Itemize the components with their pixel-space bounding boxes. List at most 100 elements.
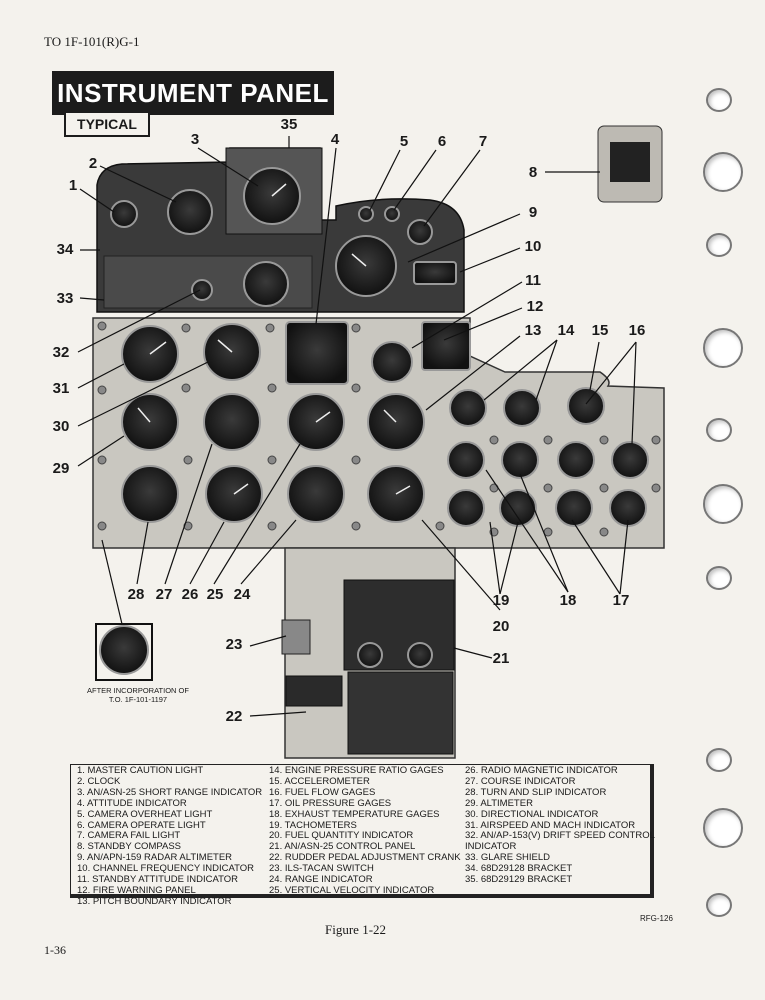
callout-2: 2 [88, 155, 98, 172]
legend-item: 15. ACCELEROMETER [269, 775, 370, 787]
callout-3: 3 [190, 131, 200, 148]
figure-code: RFG-126 [640, 914, 673, 923]
legend-item: 26. RADIO MAGNETIC INDICATOR [465, 765, 618, 776]
callout-29: 29 [52, 460, 70, 477]
callout-28: 28 [127, 586, 145, 603]
callout-8: 8 [528, 164, 538, 181]
document-header: TO 1F-101(R)G-1 [44, 34, 140, 49]
legend-item: 32. AN/AP-153(V) DRIFT SPEED CONTROL [465, 830, 655, 842]
legend-column-3: 26. RADIO MAGNETIC INDICATOR 27. COURSE … [465, 765, 655, 886]
callout-7: 7 [478, 133, 488, 150]
callout-22: 22 [225, 708, 243, 725]
altimeter-inset [95, 623, 153, 681]
binder-hole [703, 152, 743, 192]
after-note-line-1: AFTER INCORPORATION OF [87, 686, 189, 695]
callout-9: 9 [528, 204, 538, 221]
callout-35: 35 [280, 116, 298, 133]
legend-item: 34. 68D29128 BRACKET [465, 863, 573, 875]
figure-caption: Figure 1-22 [325, 922, 387, 937]
callout-12: 12 [526, 298, 544, 315]
legend-item: 12. FIRE WARNING PANEL [77, 884, 196, 896]
legend-item: 7. CAMERA FAIL LIGHT [77, 830, 181, 842]
callout-19: 19 [492, 592, 510, 609]
callout-23: 23 [225, 636, 243, 653]
legend-item: 4. ATTITUDE INDICATOR [77, 797, 187, 809]
legend-item: 6. CAMERA OPERATE LIGHT [77, 819, 206, 831]
callout-30: 30 [52, 418, 70, 435]
legend-item: 35. 68D29129 BRACKET [465, 874, 573, 886]
callout-4: 4 [330, 131, 340, 148]
callout-18: 18 [559, 592, 577, 609]
binder-hole [703, 808, 743, 848]
legend-item: 16. FUEL FLOW GAGES [269, 786, 376, 798]
callout-15: 15 [591, 322, 609, 339]
page-number: 1-36 [44, 943, 66, 957]
legend-item: 31. AIRSPEED AND MACH INDICATOR [465, 819, 636, 831]
callout-5: 5 [399, 133, 409, 150]
callout-1: 1 [68, 177, 78, 194]
legend-item: 18. EXHAUST TEMPERATURE GAGES [269, 808, 440, 820]
after-note-line-2: T.O. 1F-101-1197 [108, 695, 168, 704]
legend-item: 10. CHANNEL FREQUENCY INDICATOR [77, 863, 255, 875]
callout-34: 34 [56, 241, 74, 258]
callout-10: 10 [524, 238, 542, 255]
legend-item: 21. AN/ASN-25 CONTROL PANEL [269, 841, 416, 853]
callout-20: 20 [492, 618, 510, 635]
legend-item: 25. VERTICAL VELOCITY INDICATOR [269, 884, 435, 896]
lower-dark-panel [347, 671, 454, 755]
callout-24: 24 [233, 586, 251, 603]
binder-hole [703, 484, 743, 524]
legend-item: 19. TACHOMETERS [269, 819, 357, 831]
callout-25: 25 [206, 586, 224, 603]
callout-27: 27 [155, 586, 173, 603]
legend-item: 5. CAMERA OVERHEAT LIGHT [77, 808, 213, 820]
legend-column-1: 1. MASTER CAUTION LIGHT 2. CLOCK 3. AN/A… [77, 765, 263, 908]
legend-item: 2. CLOCK [77, 775, 121, 787]
callout-14: 14 [557, 322, 575, 339]
legend-item: 23. ILS-TACAN SWITCH [269, 863, 374, 875]
legend-item: 14. ENGINE PRESSURE RATIO GAGES [269, 765, 444, 776]
legend-item: 22. RUDDER PEDAL ADJUSTMENT CRANK [269, 852, 461, 864]
binder-hole [706, 233, 732, 257]
binder-hole [703, 328, 743, 368]
legend-item: 8. STANDBY COMPASS [77, 841, 181, 853]
needles [137, 183, 411, 495]
legend-item: 9. AN/APN-159 RADAR ALTIMETER [77, 852, 233, 864]
legend-item: 28. TURN AND SLIP INDICATOR [465, 786, 607, 798]
callout-13: 13 [524, 322, 542, 339]
legend-item: INDICATOR [465, 841, 517, 853]
legend-item: 29. ALTIMETER [465, 797, 533, 809]
callout-32: 32 [52, 344, 70, 361]
legend-item: 20. FUEL QUANTITY INDICATOR [269, 830, 414, 842]
binder-hole [706, 88, 732, 112]
binder-hole [706, 566, 732, 590]
legend-item: 17. OIL PRESSURE GAGES [269, 797, 392, 809]
binder-hole [706, 893, 732, 917]
callout-33: 33 [56, 290, 74, 307]
callout-17: 17 [612, 592, 630, 609]
page-title: INSTRUMENT PANEL [52, 71, 334, 115]
ils-tacan-switch-plate [281, 619, 311, 655]
binder-hole [706, 748, 732, 772]
callout-6: 6 [437, 133, 447, 150]
callout-21: 21 [492, 650, 510, 667]
after-incorporation-note: AFTER INCORPORATION OF T.O. 1F-101-1197 [78, 686, 198, 704]
legend-item: 33. GLARE SHIELD [465, 852, 551, 864]
instrument-panel-illustration [77, 125, 665, 759]
callout-26: 26 [181, 586, 199, 603]
legend-column-2: 14. ENGINE PRESSURE RATIO GAGES 15. ACCE… [269, 765, 461, 897]
subtitle-box: TYPICAL [64, 113, 150, 137]
legend-item: 30. DIRECTIONAL INDICATOR [465, 808, 599, 820]
legend-item: 27. COURSE INDICATOR [465, 775, 576, 787]
callout-16: 16 [628, 322, 646, 339]
callout-31: 31 [52, 380, 70, 397]
legend-item: 3. AN/ASN-25 SHORT RANGE INDICATOR [77, 786, 263, 798]
binder-hole [706, 418, 732, 442]
legend-item: 11. STANDBY ATTITUDE INDICATOR [77, 874, 238, 886]
legend-table: 1. MASTER CAUTION LIGHT 2. CLOCK 3. AN/A… [70, 764, 655, 907]
callout-11: 11 [525, 272, 541, 289]
panel-screws [97, 321, 661, 537]
rudder-pedal-plate [285, 675, 343, 707]
dials [99, 167, 649, 675]
leader-lines [77, 136, 637, 717]
